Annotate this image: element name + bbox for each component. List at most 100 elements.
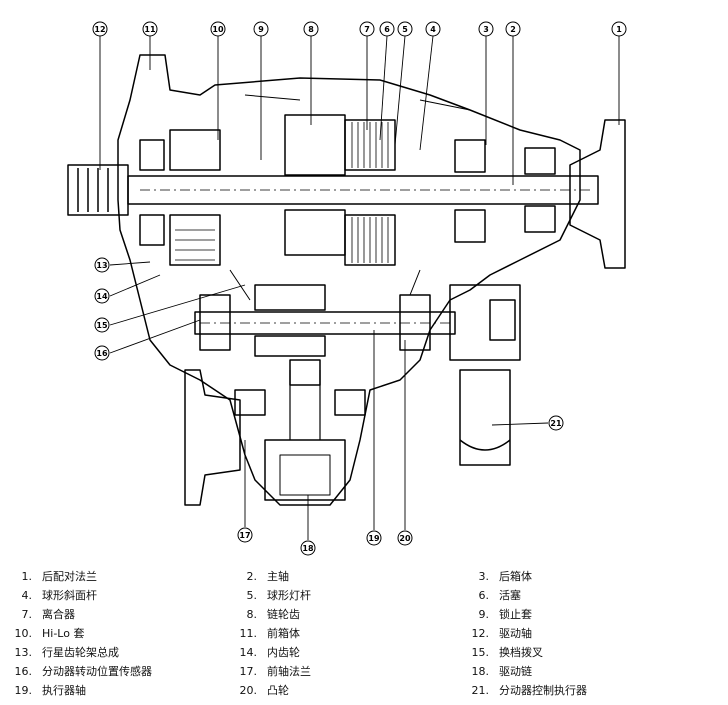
callout-3-label: 3 — [483, 25, 489, 34]
callout-12: 12 — [92, 21, 108, 37]
callout-2-label: 2 — [510, 25, 516, 34]
callout-11-label: 11 — [144, 25, 156, 34]
legend-item: 1.后配对法兰 — [10, 570, 98, 584]
legend-item-label: 球形斜面杆 — [42, 589, 97, 602]
callout-5: 5 — [397, 21, 413, 37]
legend-item-label: 内齿轮 — [267, 646, 300, 659]
callout-3: 3 — [478, 21, 494, 37]
callouts: 1 2 3 4 5 6 7 8 9 10 11 12 13 14 15 16 1… — [92, 21, 627, 556]
legend-item-label: 前箱体 — [267, 627, 300, 640]
legend-item-label: 后箱体 — [499, 570, 532, 583]
legend-item-label: Hi-Lo 套 — [42, 627, 85, 640]
drive-chain — [289, 370, 321, 440]
legend-item: 19. 执行器轴 — [10, 684, 87, 698]
callout-4: 4 — [425, 21, 441, 37]
legend-item: 10. Hi-Lo 套 — [10, 627, 85, 641]
legend-item: 6.活塞 — [467, 589, 522, 603]
legend-item: 11.前箱体 — [235, 627, 301, 641]
legend-item: 2.主轴 — [235, 570, 290, 584]
callout-6-label: 6 — [384, 25, 390, 34]
callout-6: 6 — [379, 21, 395, 37]
callout-10-label: 10 — [212, 25, 224, 34]
callout-20: 20 — [397, 530, 413, 546]
legend-item-number: 16. — [14, 665, 33, 678]
callout-4-label: 4 — [430, 25, 436, 34]
callout-7: 7 — [359, 21, 375, 37]
legend-item-number: 18. — [471, 665, 490, 678]
legend-item: 18. 驱动链 — [467, 665, 533, 679]
legend-item-label: 分动器转动位置传感器 — [42, 665, 152, 678]
planetary-carrier — [169, 129, 221, 171]
legend-item-label: 主轴 — [267, 570, 289, 583]
legend-item-label: 锁止套 — [499, 608, 532, 621]
legend-item: 9.锁止套 — [467, 608, 533, 622]
front-output-shaft — [194, 311, 456, 335]
callout-9: 9 — [253, 21, 269, 37]
callout-17: 17 — [237, 527, 253, 543]
callout-9-label: 9 — [258, 25, 264, 34]
legend-item-number: 13. — [14, 646, 33, 659]
callout-2: 2 — [505, 21, 521, 37]
legend-item: 21. 分动器控制执行器 — [467, 684, 588, 698]
legend-item: 14.内齿轮 — [235, 646, 301, 660]
callout-8-label: 8 — [308, 25, 314, 34]
callout-16-label: 16 — [96, 349, 108, 358]
legend-item-number: 6. — [478, 589, 490, 602]
legend-item: 15. 换档拨叉 — [467, 646, 544, 660]
transfer-case-diagram: 1 2 3 4 5 6 7 8 9 10 11 12 13 14 15 16 1… — [67, 21, 627, 556]
callout-18-label: 18 — [302, 544, 314, 553]
front-sprocket — [264, 439, 346, 501]
main-shaft — [127, 175, 599, 205]
callout-16: 16 — [94, 345, 110, 361]
legend-item: 17. 前轴法兰 — [235, 665, 312, 679]
legend-item-number: 19. — [14, 684, 33, 697]
legend-item-label: 链轮齿 — [267, 608, 300, 621]
callout-8: 8 — [303, 21, 319, 37]
legend-item-number: 12. — [471, 627, 490, 640]
legend-item: 13.行星齿轮架总成 — [10, 646, 120, 660]
legend-item-number: 21. — [471, 684, 490, 697]
legend-item-number: 4. — [21, 589, 33, 602]
legend-item-number: 1. — [21, 570, 33, 583]
actuator-body — [449, 284, 521, 361]
legend-item-label: 分动器控制执行器 — [499, 684, 587, 697]
legend-item-number: 15. — [471, 646, 490, 659]
legend-item-label: 驱动链 — [499, 665, 532, 678]
callout-17-label: 17 — [239, 531, 250, 540]
legend-item-label: 前轴法兰 — [267, 665, 311, 678]
legend-item-label: 离合器 — [42, 608, 75, 621]
parts-legend: 1.后配对法兰 2.主轴 3. 后箱体 4. 球形斜面杆 5.球形灯杆 6.活塞 7.离合器 8.… — [0, 570, 728, 705]
callout-13-label: 13 — [96, 261, 107, 270]
legend-item: 12. 驱动轴 — [467, 627, 533, 641]
callout-7-label: 7 — [364, 25, 370, 34]
callout-19: 19 — [366, 530, 382, 546]
legend-item-number: 10. — [14, 627, 33, 640]
callout-21-label: 21 — [550, 419, 562, 428]
legend-item: 5.球形灯杆 — [235, 589, 312, 603]
callout-20-label: 20 — [399, 534, 411, 543]
legend-item: 3. 后箱体 — [467, 570, 533, 584]
legend-item-label: 执行器轴 — [42, 684, 86, 697]
legend-item-number: 5. — [246, 589, 258, 602]
actuator-motor — [459, 369, 511, 466]
legend-item: 7.离合器 — [10, 608, 76, 622]
legend-item-number: 20. — [239, 684, 258, 697]
callout-12-label: 12 — [94, 25, 105, 34]
sprocket — [284, 114, 346, 176]
legend-item-number: 17. — [239, 665, 258, 678]
legend-item-label: 凸轮 — [267, 684, 289, 697]
callout-15: 15 — [94, 317, 110, 333]
callout-21: 21 — [548, 415, 564, 431]
legend-item-number: 3. — [478, 570, 490, 583]
callout-5-label: 5 — [402, 25, 408, 34]
callout-19-label: 19 — [368, 534, 380, 543]
callout-1: 1 — [611, 21, 627, 37]
legend-item-label: 驱动轴 — [499, 627, 532, 640]
front-axle-flange — [184, 369, 241, 506]
legend-item: 16. 分动器转动位置传感器 — [10, 665, 153, 679]
callout-14: 14 — [94, 288, 110, 304]
callout-14-label: 14 — [96, 292, 108, 301]
legend-item-label: 换档拨叉 — [499, 646, 543, 659]
callout-18: 18 — [300, 540, 316, 556]
legend-item-number: 8. — [246, 608, 258, 621]
